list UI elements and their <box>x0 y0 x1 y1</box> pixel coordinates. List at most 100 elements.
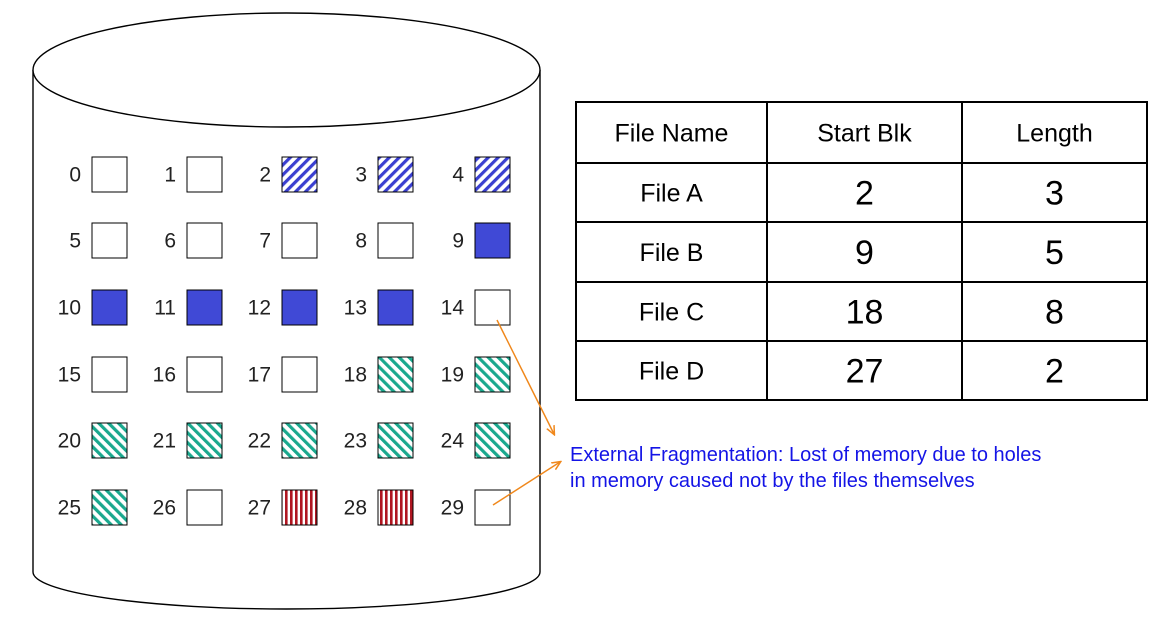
block-cell-free <box>281 222 318 259</box>
table-cell-start-blk: 27 <box>846 353 884 391</box>
block-cell-free <box>91 156 128 193</box>
block-cell-file-c <box>377 356 414 393</box>
block-number: 19 <box>441 364 464 387</box>
table-cell-start-blk: 18 <box>846 294 884 332</box>
block-cell-file-c <box>377 422 414 459</box>
table-cell-file-name: File D <box>639 358 704 386</box>
block-cell-file-b <box>377 289 414 326</box>
block-number: 20 <box>58 430 81 453</box>
fragmentation-arrows <box>492 319 560 506</box>
block-cell-file-d <box>281 489 318 526</box>
block-cell-free <box>91 222 128 259</box>
block-number: 12 <box>248 297 271 320</box>
block-13: 13 <box>344 289 414 326</box>
block-24: 24 <box>441 422 511 459</box>
block-number: 10 <box>58 297 81 320</box>
block-cell-file-c <box>474 422 511 459</box>
table-header-cell: Start Blk <box>817 120 912 148</box>
table-border <box>575 101 1148 401</box>
block-cell-file-c <box>474 356 511 393</box>
block-27: 27 <box>248 489 318 526</box>
block-number: 0 <box>69 164 81 187</box>
block-number: 15 <box>58 364 81 387</box>
block-11: 11 <box>154 289 223 326</box>
block-12: 12 <box>248 289 318 326</box>
block-number: 3 <box>355 164 367 187</box>
table-cell-length: 5 <box>1045 234 1064 272</box>
block-cell-file-c <box>91 422 128 459</box>
block-cell-free <box>186 156 223 193</box>
block-number: 22 <box>248 430 271 453</box>
block-28: 28 <box>344 489 414 526</box>
table-cell-length: 8 <box>1045 294 1064 332</box>
block-number: 17 <box>248 364 271 387</box>
block-0: 0 <box>69 156 128 193</box>
table-cell-length: 3 <box>1045 175 1064 213</box>
block-3: 3 <box>355 156 414 193</box>
block-cell-free <box>91 356 128 393</box>
block-5: 5 <box>69 222 128 259</box>
block-cell-file-a <box>377 156 414 193</box>
block-number: 26 <box>153 497 176 520</box>
annotation-line-2: in memory caused not by the files themse… <box>570 470 975 492</box>
block-number: 14 <box>441 297 465 320</box>
block-8: 8 <box>355 222 414 259</box>
block-cell-free <box>186 222 223 259</box>
block-cell-file-d <box>377 489 414 526</box>
block-cell-file-b <box>186 289 223 326</box>
block-22: 22 <box>248 422 318 459</box>
block-26: 26 <box>153 489 223 526</box>
block-cell-free <box>474 489 511 526</box>
block-cell-free <box>186 356 223 393</box>
table-cell-start-blk: 9 <box>855 234 874 272</box>
table-cell-file-name: File C <box>639 299 704 327</box>
block-21: 21 <box>153 422 223 459</box>
block-number: 18 <box>344 364 367 387</box>
block-cell-free <box>377 222 414 259</box>
block-29: 29 <box>441 489 511 526</box>
block-number: 4 <box>452 164 464 187</box>
block-number: 11 <box>154 297 176 320</box>
block-number: 1 <box>164 164 176 187</box>
block-number: 16 <box>153 364 176 387</box>
table-header-cell: Length <box>1016 120 1092 148</box>
block-number: 27 <box>248 497 271 520</box>
block-cell-file-a <box>474 156 511 193</box>
block-cell-file-c <box>186 422 223 459</box>
block-number: 8 <box>355 230 367 253</box>
block-cell-file-b <box>281 289 318 326</box>
block-cell-file-c <box>281 422 318 459</box>
block-cell-file-b <box>91 289 128 326</box>
table-cell-file-name: File B <box>640 239 704 267</box>
block-number: 2 <box>259 164 271 187</box>
block-number: 21 <box>153 430 176 453</box>
block-cell-file-b <box>474 222 511 259</box>
table-cell-start-blk: 2 <box>855 175 874 213</box>
annotation-line-1: External Fragmentation: Lost of memory d… <box>570 444 1041 466</box>
block-number: 7 <box>259 230 271 253</box>
table-cell-file-name: File A <box>640 180 703 208</box>
block-cell-file-c <box>91 489 128 526</box>
block-number: 25 <box>58 497 81 520</box>
disk-cylinder <box>32 12 541 610</box>
block-14: 14 <box>441 289 511 326</box>
block-number: 23 <box>344 430 367 453</box>
block-cell-free <box>281 356 318 393</box>
table-header-cell: File Name <box>615 120 729 148</box>
block-4: 4 <box>452 156 511 193</box>
block-number: 29 <box>441 497 464 520</box>
block-17: 17 <box>248 356 318 393</box>
block-number: 6 <box>164 230 176 253</box>
block-7: 7 <box>259 222 318 259</box>
block-number: 24 <box>441 430 465 453</box>
block-10: 10 <box>58 289 128 326</box>
block-6: 6 <box>164 222 223 259</box>
block-16: 16 <box>153 356 223 393</box>
block-number: 28 <box>344 497 367 520</box>
block-number: 13 <box>344 297 367 320</box>
arrow-from-block-29 <box>492 462 560 506</box>
block-2: 2 <box>259 156 318 193</box>
